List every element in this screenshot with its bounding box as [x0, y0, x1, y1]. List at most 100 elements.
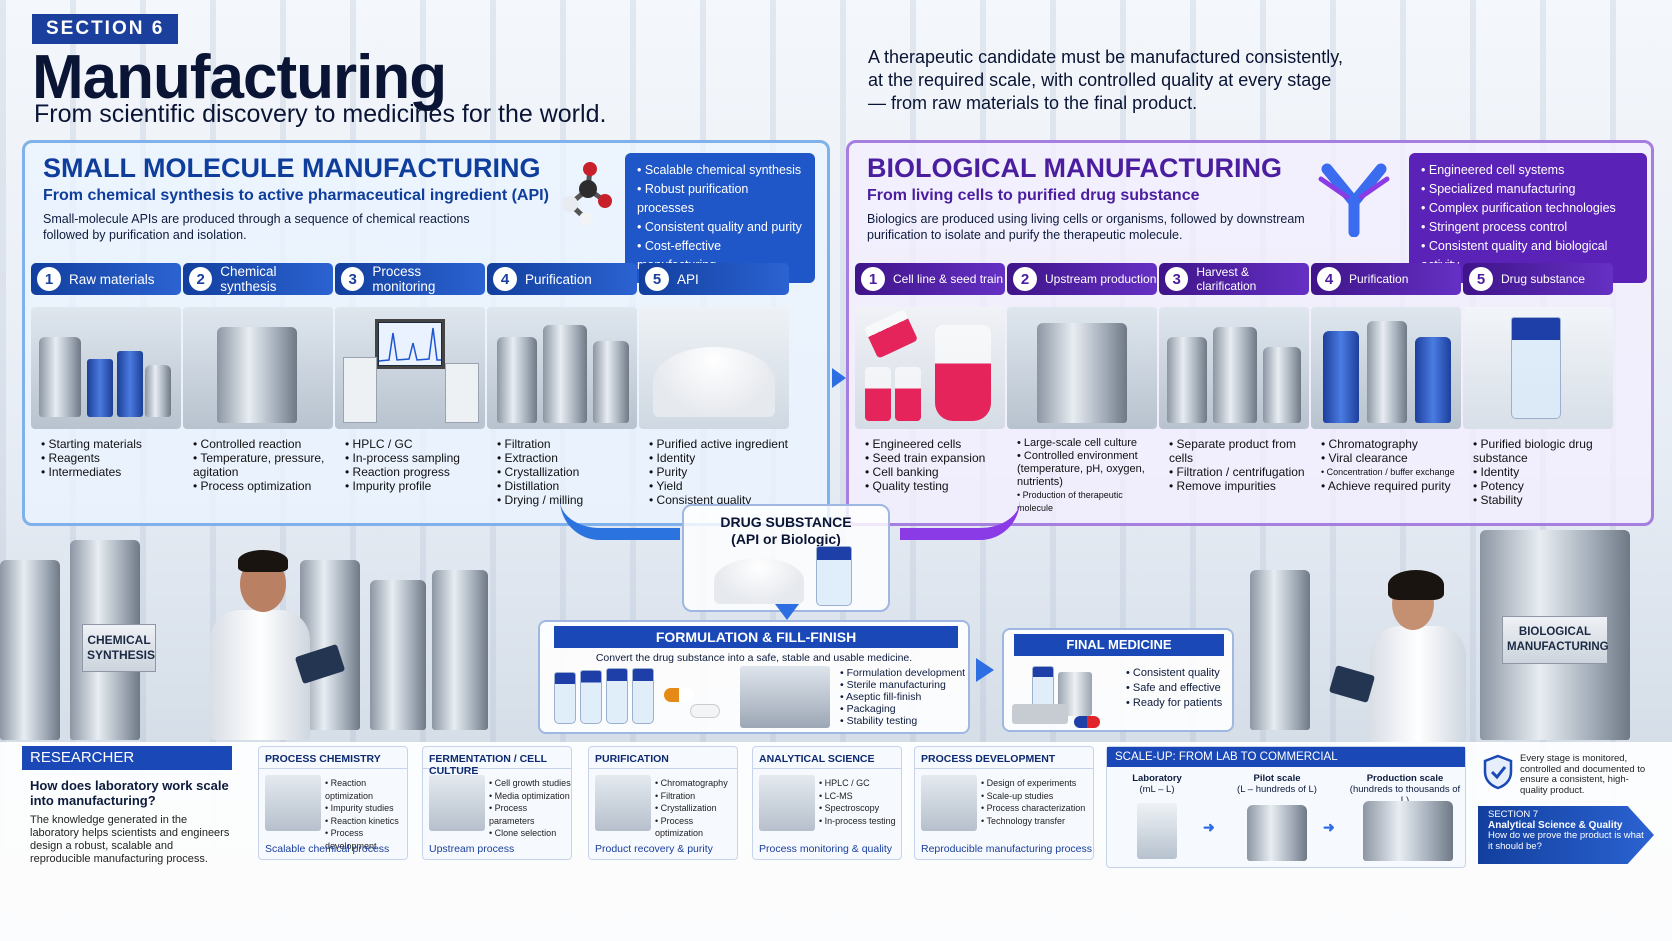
step-item: Viral clearance — [1321, 451, 1461, 465]
scale-name: Pilot scale — [1253, 773, 1301, 784]
step-items: Controlled reaction Temperature, pressur… — [183, 437, 333, 493]
panel-description: Biologics are produced using living cell… — [867, 212, 1305, 242]
panel-subtitle: From chemical synthesis to active pharma… — [43, 187, 549, 204]
card-item: Design of experiments — [981, 777, 1085, 790]
step-item: Remove impurities — [1169, 479, 1309, 493]
step-item: Achieve required purity — [1321, 479, 1461, 493]
formulation-item: Stability testing — [840, 715, 965, 727]
card-fermentation: FERMENTATION / CELL CULTURE Cell growth … — [422, 746, 572, 860]
step-label: Drug substance — [1501, 272, 1586, 286]
powder-icon — [714, 558, 804, 604]
blister-pack-icon — [1012, 704, 1068, 724]
scale-range: (mL – L) — [1139, 784, 1175, 795]
scale-col-pilot: Pilot scale(L – hundreds of L) — [1227, 773, 1327, 795]
bioreactor-image — [1007, 307, 1157, 429]
final-medicine-item: Safe and effective — [1126, 681, 1222, 696]
step-number: 1 — [37, 267, 61, 291]
highlight-item: Complex purification technologies — [1421, 199, 1635, 218]
step-item: Potency — [1473, 479, 1613, 493]
card-item: Cell growth studies — [489, 777, 571, 790]
card-item: Reaction kinetics — [325, 815, 407, 828]
card-items: Reaction optimization Impurity studies R… — [325, 777, 407, 852]
step-items: HPLC / GC In-process sampling Reaction p… — [335, 437, 485, 493]
step-item: Impurity profile — [345, 479, 485, 493]
card-footer: Product recovery & purity — [595, 843, 713, 855]
highlight-item: Specialized manufacturing — [1421, 180, 1635, 199]
formulation-box: FORMULATION & FILL-FINISH Convert the dr… — [538, 620, 970, 734]
production-tank-icon — [1363, 801, 1453, 861]
scientist-image — [921, 775, 977, 831]
purification-image — [595, 775, 651, 831]
formulation-items: Formulation development Sterile manufact… — [840, 667, 965, 727]
step-item: Identity — [649, 451, 789, 465]
highlight-item: Scalable chemical synthesis — [637, 161, 803, 180]
step-label: Purification — [525, 271, 592, 287]
card-item: Reaction optimization — [325, 777, 407, 802]
card-items: HPLC / GC LC-MS Spectroscopy In-process … — [819, 777, 896, 827]
drug-substance-sub: (API or Biologic) — [731, 531, 841, 547]
next-section-title: Analytical Science & Quality — [1488, 819, 1623, 831]
step-item: Cell banking — [865, 465, 1005, 479]
card-item: In-process testing — [819, 815, 896, 828]
next-section-subtitle: How do we prove the product is what it s… — [1488, 830, 1644, 852]
card-item: Filtration — [655, 790, 737, 803]
step-label: Process monitoring — [372, 264, 436, 294]
formulation-item: Sterile manufacturing — [840, 679, 965, 691]
card-item: Media optimization — [489, 790, 571, 803]
card-title: PROCESS CHEMISTRY — [259, 747, 407, 769]
next-section-link[interactable]: SECTION 7 Analytical Science & Quality H… — [1478, 806, 1654, 864]
vial-icon — [632, 668, 654, 724]
vial-image — [1463, 307, 1613, 429]
card-items: Chromatography Filtration Crystallizatio… — [655, 777, 737, 840]
step-label: Cell line & seed train — [893, 272, 1004, 286]
filling-machine-image — [740, 666, 830, 728]
card-items: Cell growth studies Media optimization P… — [489, 777, 571, 840]
api-powder-image — [639, 307, 789, 429]
step-label: Purification — [1349, 272, 1409, 286]
step-item: Intermediates — [41, 465, 181, 479]
card-item: HPLC / GC — [819, 777, 896, 790]
card-item: Impurity studies — [325, 802, 407, 815]
panel-arrow-icon — [832, 368, 846, 388]
purification-equipment-image — [487, 307, 637, 429]
card-item: Chromatography — [655, 777, 737, 790]
right-arrow-icon — [976, 658, 994, 682]
highlight-item: Engineered cell systems — [1421, 161, 1635, 180]
antibody-icon — [1318, 163, 1390, 237]
curved-arrow-icon — [900, 500, 1020, 540]
step-number: 2 — [1013, 267, 1037, 291]
step-item: In-process sampling — [345, 451, 485, 465]
step-item: Reaction progress — [345, 465, 485, 479]
step-item: Seed train expansion — [865, 451, 1005, 465]
card-item: Clone selection — [489, 827, 571, 840]
step-number: 3 — [341, 267, 365, 291]
step-item: Reagents — [41, 451, 181, 465]
fermenter-image — [429, 775, 485, 831]
step-number: 5 — [645, 267, 669, 291]
step-item: Production of therapeutic molecule — [1017, 489, 1157, 515]
researcher-title: RESEARCHER PERSPECTIVE — [22, 746, 232, 790]
final-medicine-item: Ready for patients — [1126, 696, 1222, 711]
step-item: HPLC / GC — [345, 437, 485, 451]
card-item: LC-MS — [819, 790, 896, 803]
step-items: Purified active ingredient Identity Puri… — [639, 437, 789, 507]
cell-culture-flasks-image — [855, 307, 1005, 429]
panel-subtitle: From living cells to purified drug subst… — [867, 187, 1200, 204]
analytical-instrument-image — [759, 775, 815, 831]
step-items: Chromatography Viral clearance Concentra… — [1311, 437, 1461, 493]
scale-name: Laboratory — [1132, 773, 1182, 784]
step-item: Controlled environment (temperature, pH,… — [1017, 450, 1157, 489]
lab-equipment-image — [265, 775, 321, 831]
highlight-item: Consistent quality and purity — [637, 218, 803, 237]
next-section[interactable]: Every stage is monitored, controlled and… — [1478, 746, 1664, 866]
step-items: Purified biologic drug substance Identit… — [1463, 437, 1613, 507]
next-section-tag: SECTION 7 — [1488, 809, 1539, 820]
chromatography-image — [1311, 307, 1461, 429]
researcher-perspective: RESEARCHER PERSPECTIVE How does laborato… — [22, 746, 232, 866]
